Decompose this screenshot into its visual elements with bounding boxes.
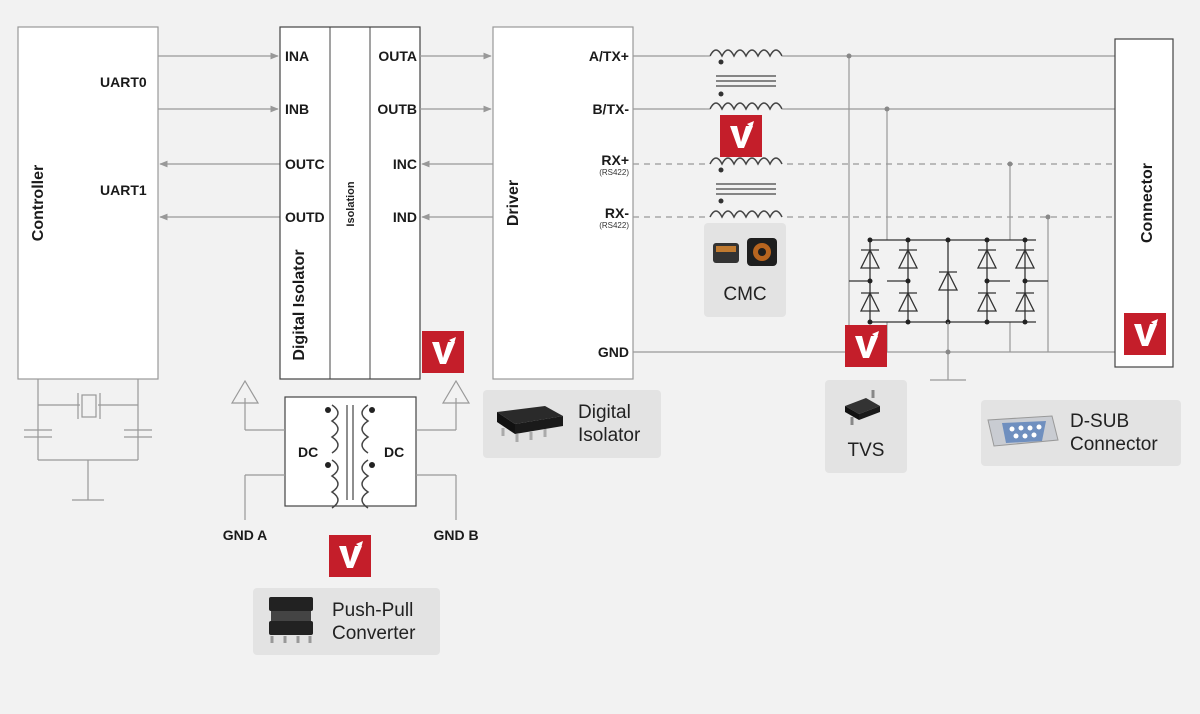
card-push-pull-converter[interactable]: Push-Pull Converter xyxy=(253,588,440,655)
pin-ind: IND xyxy=(393,209,417,225)
pin-outd: OUTD xyxy=(285,209,325,225)
digital-isolator-block: Digital Isolator Isolation INA INB OUTC … xyxy=(279,26,421,380)
crystal-circuit xyxy=(24,379,152,501)
pin-a-tx: A/TX+ xyxy=(589,48,629,64)
controller-label: Controller xyxy=(30,165,47,241)
pin-rx-minus-note: (RS422) xyxy=(599,221,629,230)
pin-gnd: GND xyxy=(598,344,629,360)
pin-inb: INB xyxy=(285,101,309,117)
pin-inc: INC xyxy=(393,156,417,172)
gnd-b-label: GND B xyxy=(433,527,478,543)
dc-right-label: DC xyxy=(384,444,404,460)
pin-outb: OUTB xyxy=(377,101,417,117)
transformer-component-icon xyxy=(269,597,313,643)
pin-rx-plus: RX+ xyxy=(601,152,629,168)
controller-block: Controller UART0 UART1 xyxy=(17,26,159,380)
card-isolator-line2: Isolator xyxy=(578,425,641,446)
card-isolator-line1: Digital xyxy=(578,402,631,423)
pin-ina: INA xyxy=(285,48,309,64)
uart1-label: UART1 xyxy=(100,182,147,198)
isolation-barrier-label: Isolation xyxy=(345,181,357,227)
dc-left-label: DC xyxy=(298,444,318,460)
card-pushpull-line2: Converter xyxy=(332,623,416,644)
card-dsub-line1: D-SUB xyxy=(1070,411,1129,432)
pin-rx-minus: RX- xyxy=(605,205,629,221)
card-cmc-label: CMC xyxy=(723,284,766,305)
connector-label: Connector xyxy=(1139,163,1156,243)
card-digital-isolator[interactable]: Digital Isolator xyxy=(483,390,661,458)
card-tvs[interactable]: TVS xyxy=(825,380,907,473)
card-tvs-label: TVS xyxy=(848,440,885,461)
pin-rx-plus-note: (RS422) xyxy=(599,168,629,177)
card-pushpull-line1: Push-Pull xyxy=(332,600,413,621)
vishay-logo-icon xyxy=(329,535,371,577)
driver-block: Driver A/TX+ B/TX- RX+ (RS422) RX- (RS42… xyxy=(492,26,634,380)
vishay-logo-icon xyxy=(422,331,464,373)
dc-power-block: DC DC GND A GND B xyxy=(223,379,479,543)
vishay-logo-icon xyxy=(845,325,887,367)
cmc-component-icon xyxy=(713,238,777,266)
vishay-logo-icon xyxy=(1124,313,1166,355)
soic-package-icon xyxy=(497,406,563,442)
isolator-label: Digital Isolator xyxy=(291,249,308,360)
common-mode-choke xyxy=(705,46,787,223)
tvs-diode-array xyxy=(846,53,1051,381)
dsub-connector-icon xyxy=(987,415,1059,447)
card-cmc[interactable]: CMC xyxy=(704,223,786,317)
pin-b-tx: B/TX- xyxy=(592,101,629,117)
uart0-label: UART0 xyxy=(100,74,147,90)
vishay-logo-icon xyxy=(720,115,762,157)
tvs-component-icon xyxy=(845,390,880,425)
card-dsub[interactable]: D-SUB Connector xyxy=(981,400,1181,466)
pin-outa: OUTA xyxy=(378,48,417,64)
connector-block: Connector xyxy=(1114,38,1174,368)
pin-outc: OUTC xyxy=(285,156,325,172)
card-dsub-line2: Connector xyxy=(1070,434,1158,455)
driver-label: Driver xyxy=(505,180,522,226)
gnd-a-label: GND A xyxy=(223,527,268,543)
